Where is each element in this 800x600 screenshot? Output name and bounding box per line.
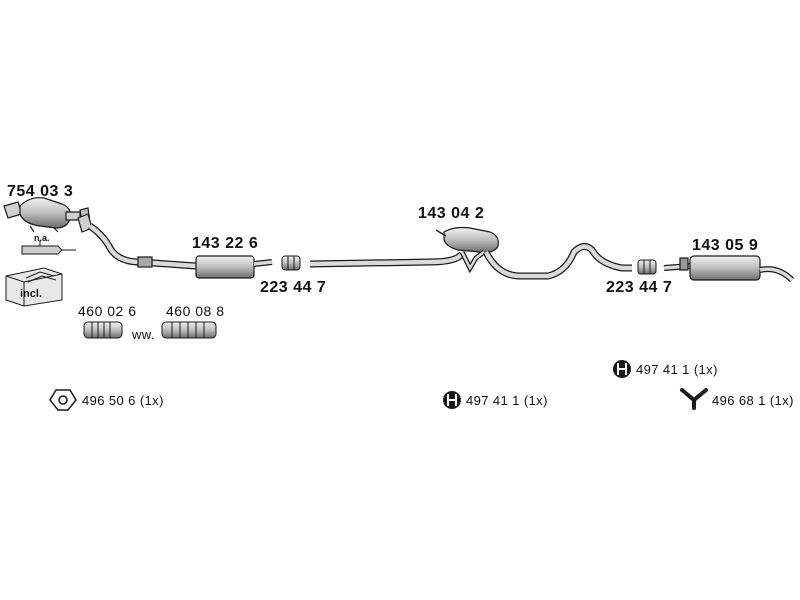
catalytic-converter-drawing — [3, 197, 91, 233]
rear-muffler-drawing — [663, 255, 795, 283]
label-clamp-front: 223 44 7 — [260, 279, 327, 296]
label-clamp-rear: 223 44 7 — [606, 279, 673, 296]
label-not-available: n.a. — [34, 233, 50, 243]
center-pipe-drawing — [309, 226, 632, 280]
clamp-rear-drawing — [637, 259, 657, 275]
label-alternative: ww. — [132, 327, 155, 342]
label-center-muffler: 143 04 2 — [418, 205, 485, 222]
bracket-y-icon — [680, 388, 708, 410]
front-pipe-drawing — [77, 213, 197, 270]
included-parts-drawing — [5, 267, 63, 307]
label-hanger-rear: 497 41 1 (1x) — [636, 362, 718, 377]
hanger-icon-rear — [613, 360, 631, 378]
label-catalytic-converter: 754 03 3 — [7, 183, 74, 200]
label-rear-muffler: 143 05 9 — [692, 237, 759, 254]
label-included: incl. — [20, 288, 43, 300]
flex-pipe-a-drawing — [83, 321, 123, 339]
label-flex-pipe-b: 460 08 8 — [166, 303, 225, 319]
label-gasket: 496 50 6 (1x) — [82, 393, 164, 408]
label-bracket-y: 496 68 1 (1x) — [712, 393, 794, 408]
label-front-muffler: 143 22 6 — [192, 235, 259, 252]
oxygen-sensor-drawing — [21, 240, 76, 255]
front-muffler-drawing — [195, 255, 273, 279]
clamp-front-drawing — [281, 255, 301, 271]
label-hanger-center: 497 41 1 (1x) — [466, 393, 548, 408]
label-flex-pipe-a: 460 02 6 — [78, 303, 137, 319]
hanger-icon-center — [443, 391, 461, 409]
flex-pipe-b-drawing — [161, 321, 217, 339]
gasket-icon — [49, 389, 77, 411]
